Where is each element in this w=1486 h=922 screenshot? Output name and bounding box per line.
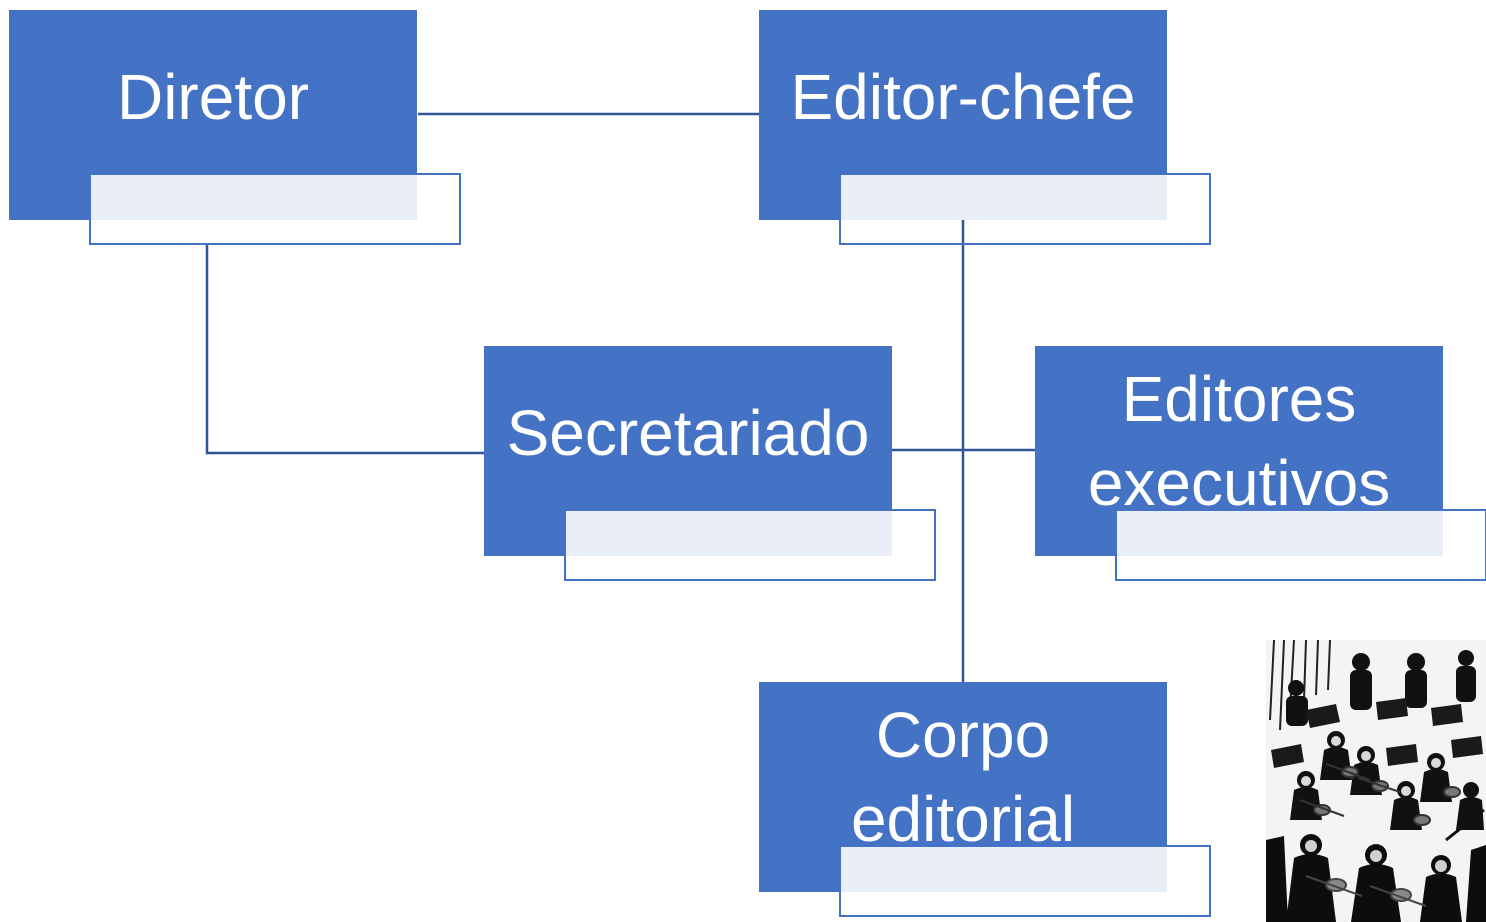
node-secretariado-subbox (564, 509, 936, 581)
node-corpo-editorial-label: Corpo editorial (850, 699, 1076, 855)
node-editores-executivos-label: Editores executivos (1087, 363, 1391, 519)
orchestra-drawing (1266, 640, 1486, 922)
node-corpo-editorial[interactable]: Corpo editorial (759, 682, 1211, 917)
node-diretor-subbox-fill (89, 175, 417, 220)
node-secretariado-label: Secretariado (506, 397, 870, 469)
node-secretariado-subbox-fill (564, 511, 892, 556)
node-editor-chefe-label: Editor-chefe (790, 61, 1136, 133)
node-diretor-subbox (89, 173, 461, 245)
node-editor-chefe-subbox (839, 173, 1211, 245)
connector-diretor-secretariado (205, 243, 484, 455)
node-corpo-editorial-subbox (839, 845, 1211, 917)
node-editores-executivos-subbox (1115, 509, 1486, 581)
node-editores-executivos[interactable]: Editores executivos (1035, 346, 1486, 581)
orchestra-illustration (1266, 640, 1486, 922)
node-editor-chefe[interactable]: Editor-chefe (759, 10, 1211, 245)
node-corpo-editorial-subbox-fill (839, 847, 1167, 892)
node-editores-executivos-subbox-fill (1115, 511, 1443, 556)
node-secretariado[interactable]: Secretariado (484, 346, 936, 581)
node-diretor-label: Diretor (116, 61, 310, 133)
node-editor-chefe-subbox-fill (839, 175, 1167, 220)
node-diretor[interactable]: Diretor (9, 10, 461, 245)
